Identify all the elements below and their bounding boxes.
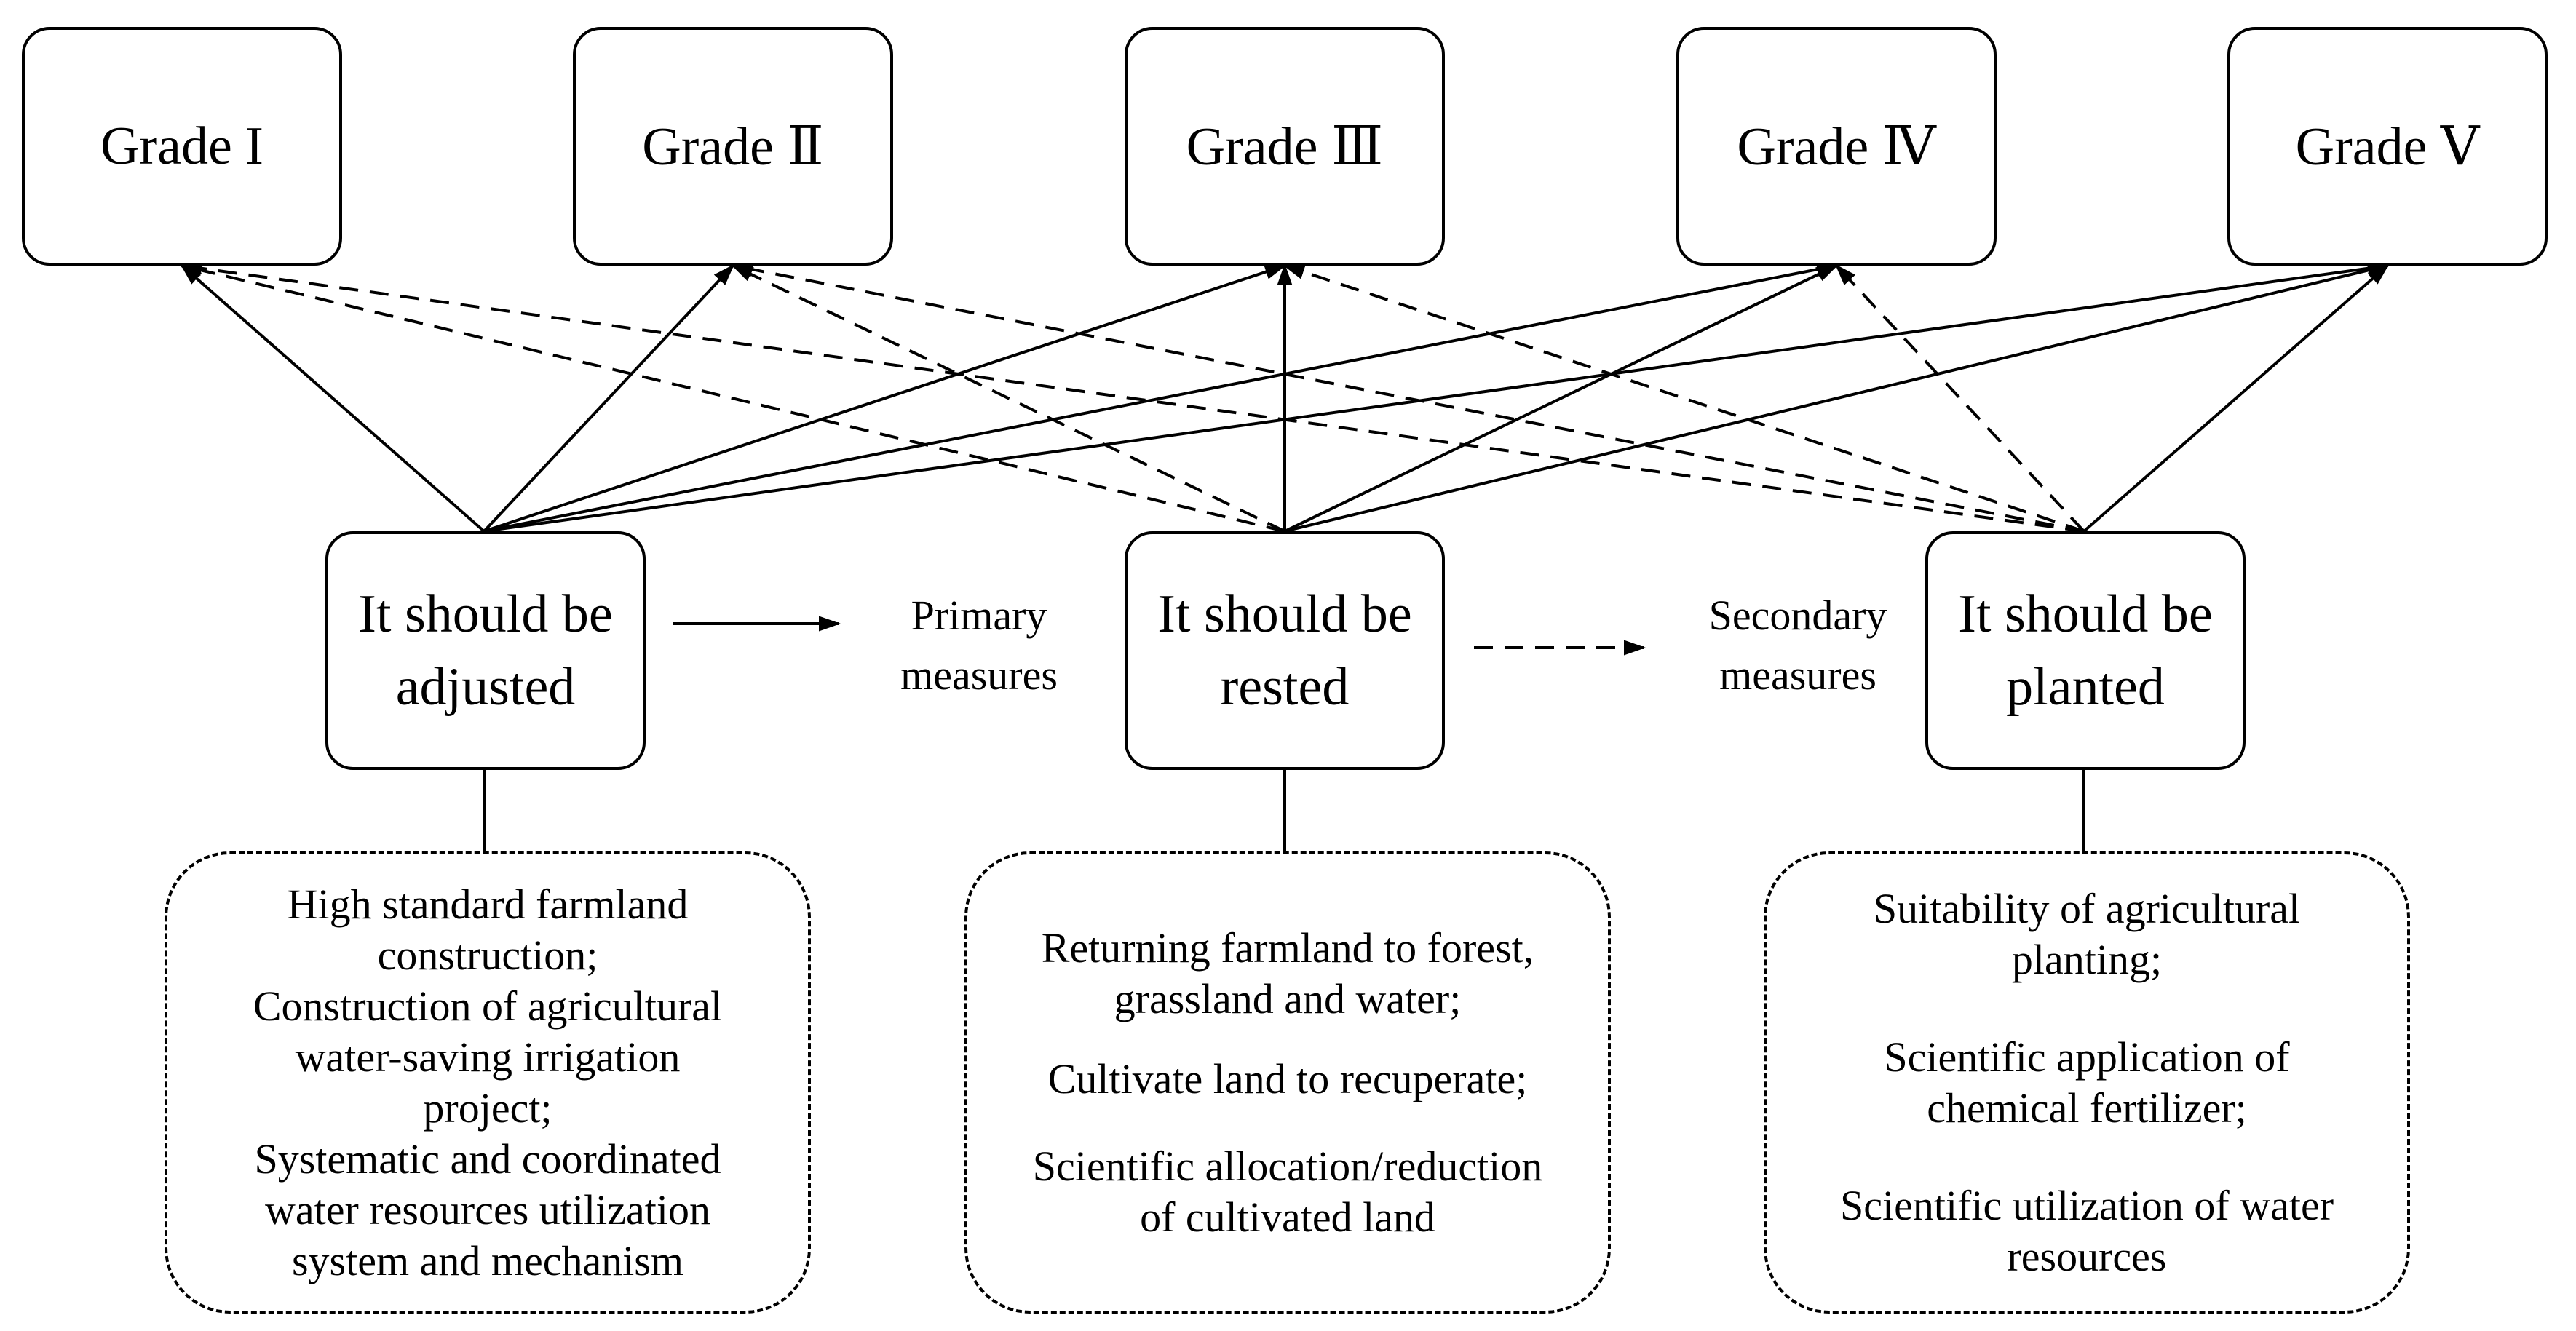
grade-1-label: Grade I	[100, 116, 263, 176]
measure-adjusted-3: Systematic and coordinated water resourc…	[254, 1135, 721, 1284]
measure-rested-2: Cultivate land to recuperate;	[1047, 1054, 1528, 1102]
action-adjusted-label: It should be adjusted	[358, 584, 613, 717]
measure-planted-2: Scientific application of chemical ferti…	[1884, 1033, 2290, 1132]
measures-planted-box: Suitability of agricultural planting; Sc…	[1764, 851, 2410, 1314]
edge-planted-to-grade-1-dashed	[180, 261, 2085, 533]
edge-adjusted-to-grade-2-solid	[483, 263, 735, 533]
grade-4-label: Grade Ⅳ	[1737, 116, 1936, 177]
action-planted-label: It should be planted	[1958, 584, 2213, 717]
action-rested-box: It should be rested	[1125, 531, 1445, 770]
grade-4-box: Grade Ⅳ	[1676, 27, 1997, 266]
measures-adjusted-box: High standard farmland construction; Con…	[165, 851, 811, 1314]
grade-5-box: Grade Ⅴ	[2227, 27, 2548, 266]
measure-rested-1: Returning farmland to forest, grassland …	[1041, 923, 1534, 1022]
edge-adjusted-to-grade-5-solid	[483, 261, 2390, 533]
grade-5-label: Grade Ⅴ	[2295, 116, 2480, 177]
grade-1-box: Grade I	[22, 27, 342, 266]
edge-adjusted-to-grade-1-solid	[180, 264, 486, 533]
action-planted-box: It should be planted	[1925, 531, 2246, 770]
edge-planted-to-grade-3-dashed	[1283, 264, 2085, 533]
grade-3-box: Grade Ⅲ	[1125, 27, 1445, 266]
action-adjusted-box: It should be adjusted	[325, 531, 646, 770]
measure-adjusted-2: Construction of agricultural water-savin…	[253, 982, 723, 1132]
edge-rested-to-grade-4-solid	[1284, 264, 1839, 533]
grade-2-label: Grade Ⅱ	[642, 116, 824, 177]
edge-rested-to-grade-1-dashed	[180, 263, 1285, 533]
edge-rested-to-grade-5-solid	[1284, 263, 2390, 533]
measure-rested-3: Scientific allocation/reduction of culti…	[1032, 1142, 1543, 1241]
measures-rested-box: Returning farmland to forest, grassland …	[964, 851, 1611, 1314]
measure-adjusted-1: High standard farmland construction;	[287, 880, 689, 979]
edge-rested-to-grade-2-dashed	[731, 264, 1285, 533]
edge-adjusted-to-grade-3-solid	[483, 264, 1287, 533]
grade-3-label: Grade Ⅲ	[1186, 116, 1384, 177]
measure-planted-3: Scientific utilization of water resource…	[1839, 1181, 2334, 1280]
action-rested-label: It should be rested	[1157, 584, 1412, 717]
secondary-measures-label: Secondary measures	[1708, 592, 1887, 699]
grade-2-box: Grade Ⅱ	[573, 27, 893, 266]
primary-measures-label: Primary measures	[900, 592, 1058, 699]
edge-planted-to-grade-2-dashed	[731, 261, 2085, 533]
measure-planted-1: Suitability of agricultural planting;	[1873, 884, 2301, 983]
edge-planted-to-grade-5-solid	[2082, 264, 2390, 533]
edge-adjusted-to-grade-4-solid	[483, 261, 1839, 533]
